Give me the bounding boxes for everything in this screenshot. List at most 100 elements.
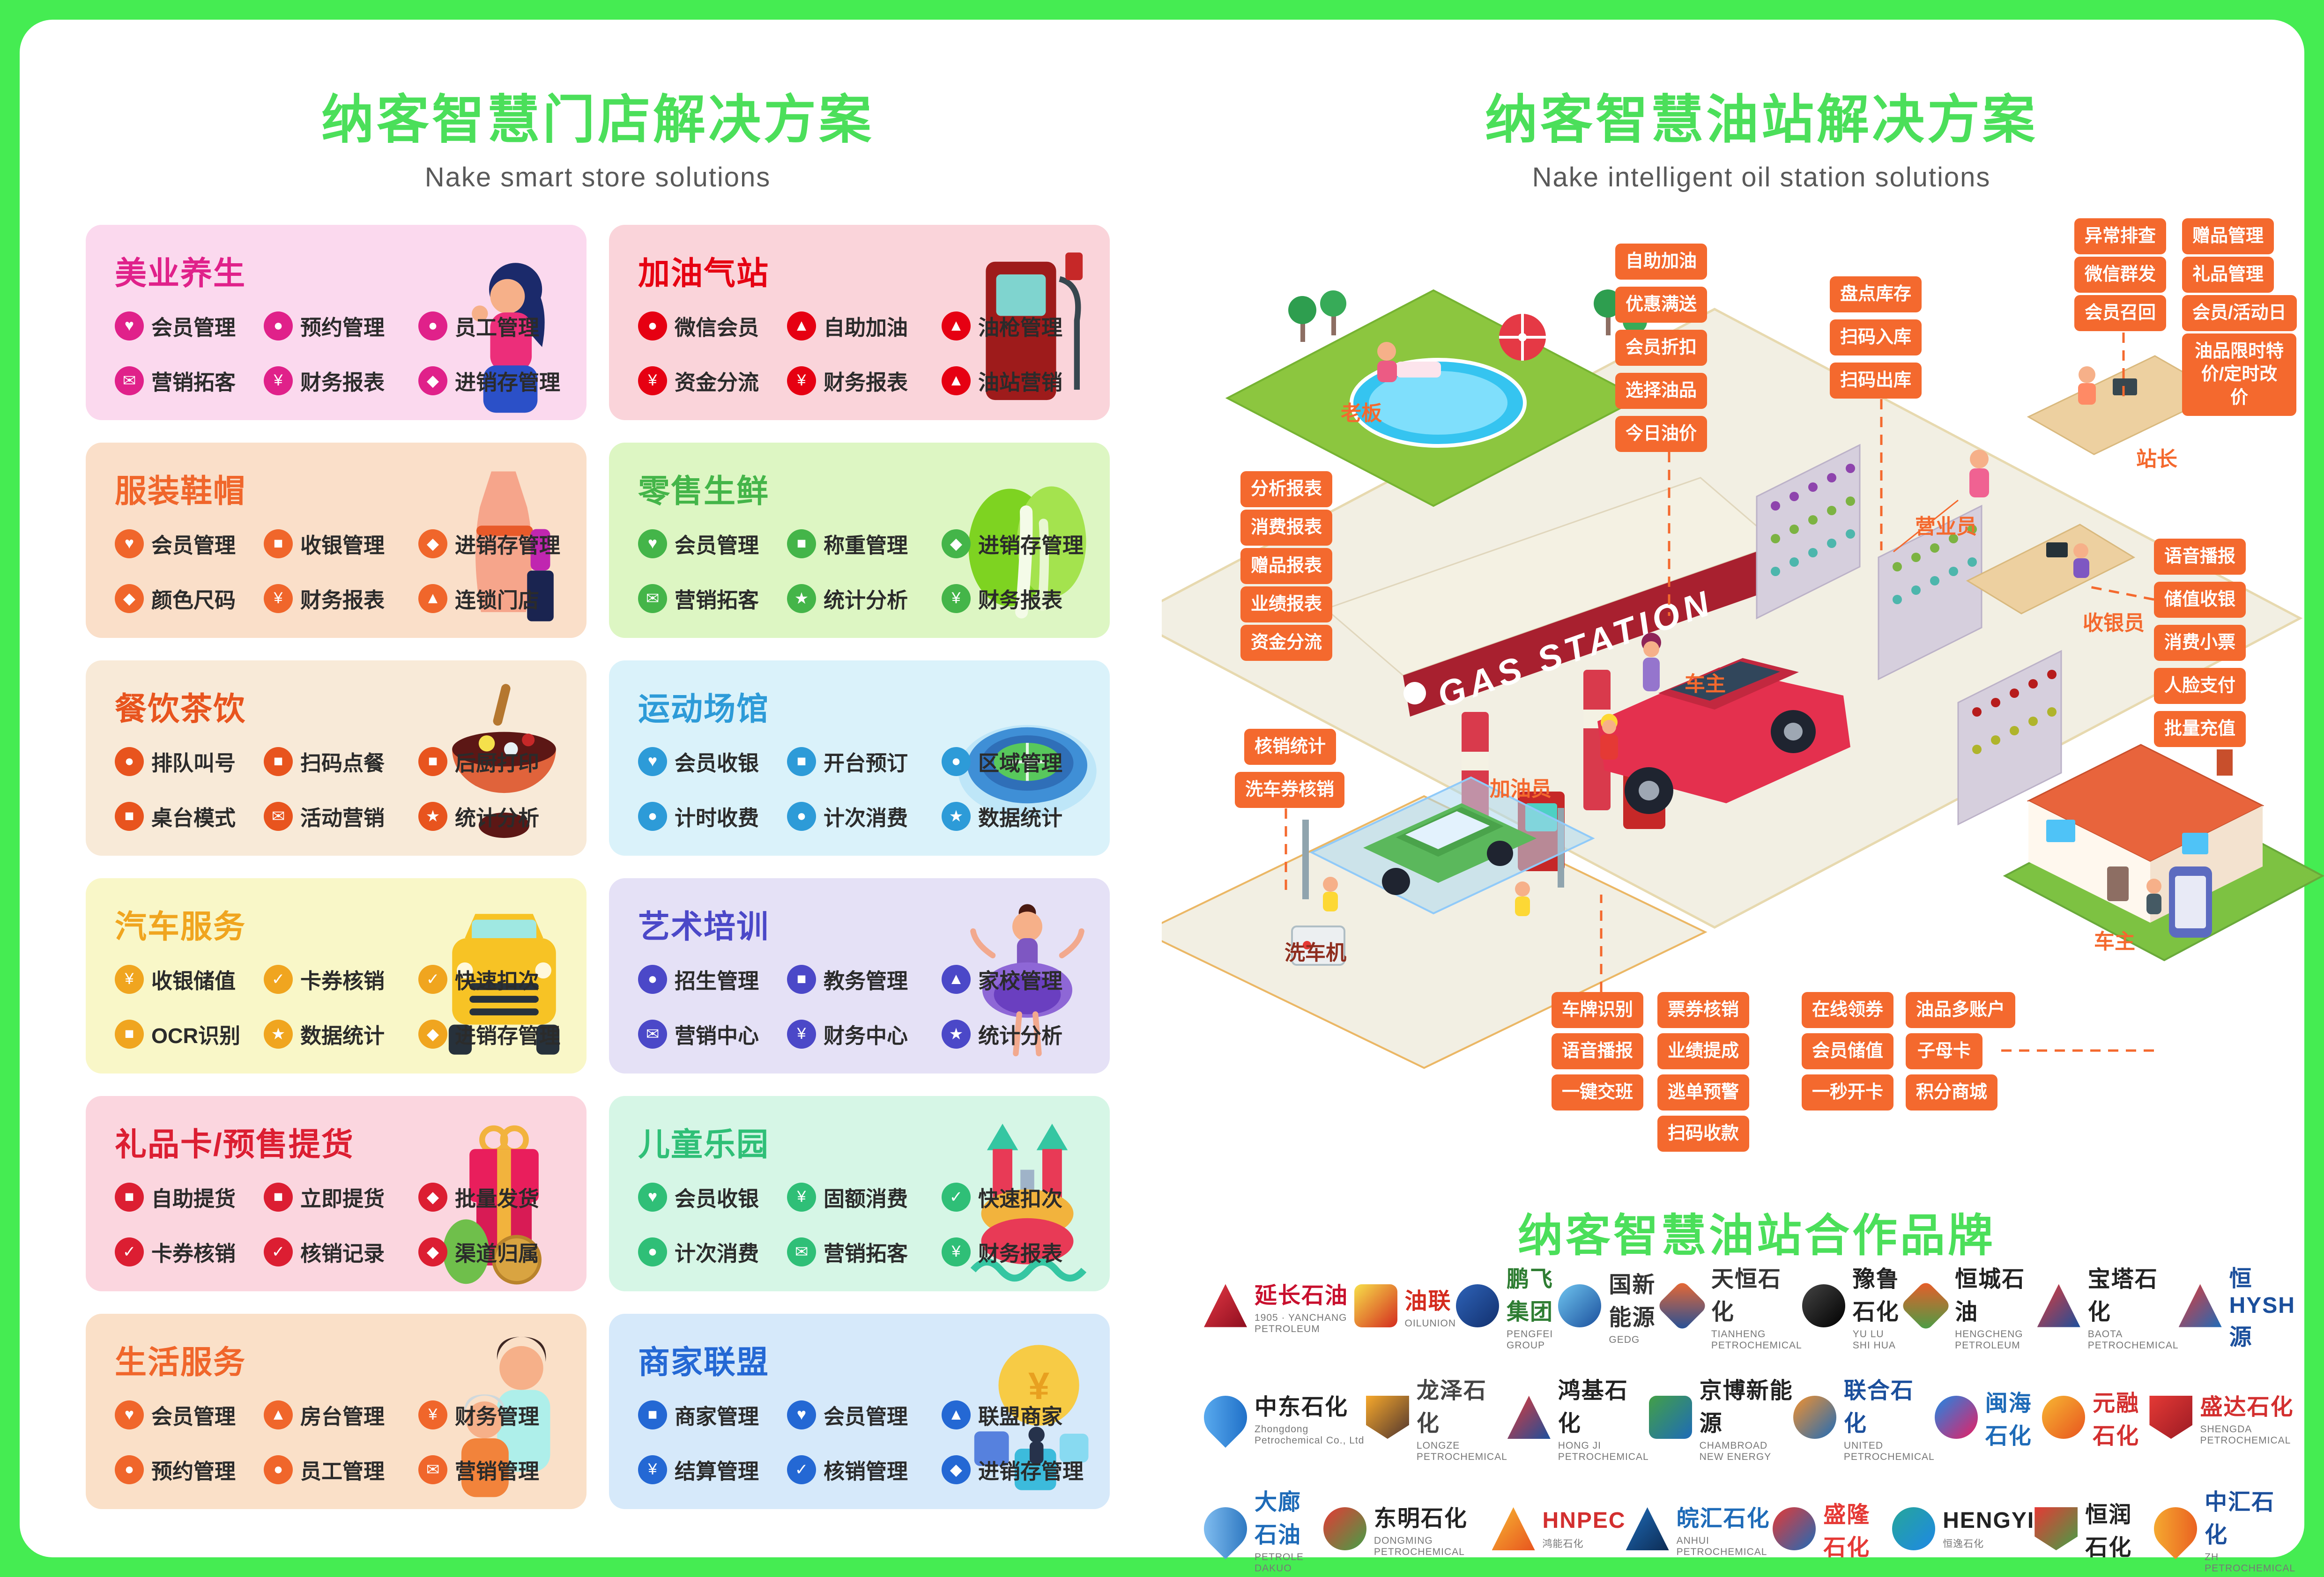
feature-label: 商家管理 — [675, 1405, 759, 1429]
connector-lines — [1285, 333, 2155, 1052]
brand-mark-icon — [1195, 1386, 1256, 1448]
oil-feature-tag: 会员储值 — [1802, 1033, 1894, 1070]
brand-name: 龙泽石化 — [1416, 1378, 1487, 1436]
feature-item: ◆ 批量发货 — [418, 1182, 539, 1212]
feature-item: ▲ 自助加油 — [787, 311, 942, 341]
oil-feature-tag: 异常排查 — [2074, 218, 2167, 255]
brand-logo: 盛达石化 SHENGDA PETROCHEMICAL — [2149, 1388, 2295, 1446]
member-icon: ♥ — [115, 1400, 144, 1429]
brand-subtext: ZH PETROCHEMICAL — [2205, 1552, 2295, 1574]
oil-feature-tag: 油品多账户 — [1906, 992, 2016, 1029]
card-features: ● 微信会员 ▲ 自助加油 ▲ 油枪管理 ¥ 资金分流 ¥ 财务报表 ▲ 油站营… — [638, 311, 1062, 396]
color-size-icon: ◆ — [115, 584, 144, 613]
feature-label: 统计分析 — [824, 588, 908, 612]
brand-name: 恒润石化 — [2085, 1503, 2132, 1560]
card-illustration-icon — [429, 243, 579, 416]
feature-label: 营销拓客 — [824, 1242, 908, 1266]
feature-label: 油枪管理 — [978, 316, 1063, 340]
card-title: 运动场馆 — [638, 691, 770, 727]
brand-mark-icon — [1900, 1280, 1952, 1332]
feature-label: 统计分析 — [978, 1024, 1063, 1048]
boss-figure — [1377, 342, 1397, 382]
card-illustration-icon: ¥ — [952, 1332, 1102, 1505]
feature-label: 批量发货 — [455, 1187, 540, 1211]
feature-item: ◆ 渠道归属 — [418, 1236, 539, 1267]
brand-mark-icon — [1802, 1284, 1845, 1327]
feature-label: 预约管理 — [300, 316, 385, 340]
merchant-icon: ■ — [638, 1400, 667, 1429]
cashier-icon: ■ — [264, 529, 293, 558]
count-billing-icon: ● — [638, 1237, 667, 1266]
feature-label: 营销拓客 — [151, 370, 236, 394]
brand-subtext: 1905 · YANCHANG PETROLEUM — [1255, 1312, 1347, 1334]
right-title-en: Nake intelligent oil station solutions — [1532, 162, 1991, 192]
fixed-spend-icon: ¥ — [787, 1182, 816, 1212]
brand-name: 皖汇石化 — [1676, 1506, 1770, 1531]
canopy-band — [1403, 544, 1785, 717]
feature-label: 渠道归属 — [455, 1242, 540, 1266]
card-illustration-icon — [429, 1114, 579, 1288]
brand-subtext: OILUNION — [1404, 1318, 1456, 1329]
feature-row: ♥ 会员管理 ▲ 房台管理 ¥ 财务管理 — [115, 1399, 539, 1430]
feature-item: ♥ 会员管理 — [638, 528, 787, 559]
left-title-en: Nake smart store solutions — [424, 162, 771, 192]
card-title: 汽车服务 — [115, 909, 246, 945]
feature-item: ■ OCR识别 — [115, 1019, 264, 1049]
oil-feature-tag: 赠品报表 — [1240, 548, 1333, 585]
feature-label: 数据统计 — [300, 1024, 385, 1048]
channel-icon: ◆ — [418, 1237, 447, 1266]
chain-store-icon: ▲ — [418, 584, 447, 613]
alliance-merchant-icon: ▲ — [942, 1400, 971, 1429]
feature-item: ¥ 财务报表 — [942, 1236, 1062, 1267]
carwash-ground — [1162, 795, 1708, 1069]
statistics-icon: ★ — [942, 801, 971, 831]
brand-name: 中汇石化 — [2205, 1490, 2275, 1547]
feature-row: ◆ 颜色尺码 ¥ 财务报表 ▲ 连锁门店 — [115, 583, 539, 614]
wash-machine — [1291, 925, 1345, 966]
car-wash — [1291, 776, 1595, 966]
feature-label: 活动营销 — [300, 806, 385, 830]
feature-item: ♥ 会员管理 — [787, 1399, 942, 1430]
marketing-center-icon: ✉ — [638, 1019, 667, 1049]
card-illustration-icon — [429, 896, 579, 1070]
brand-mark-icon — [2149, 1396, 2193, 1439]
feature-item: ♥ 会员收银 — [638, 1182, 787, 1212]
feature-item: ■ 开台预订 — [787, 746, 942, 777]
feature-row: ● 排队叫号 ■ 扫码点餐 ■ 后厨打印 — [115, 746, 539, 777]
brand-logo: 京博新能源 CHAMBROAD NEW ENERGY — [1648, 1372, 1793, 1463]
feature-item: ✓ 核销记录 — [264, 1236, 418, 1267]
brand-logo: 龙泽石化 LONGZE PETROCHEMICAL — [1366, 1372, 1507, 1463]
card-sports: 运动场馆 ♥ 会员收银 ■ 开台预订 ● 区域管理 ● 计时收费 ● 计次消费 … — [609, 660, 1110, 856]
feature-item: ♥ 会员管理 — [115, 1399, 264, 1430]
card-title: 零售生鲜 — [638, 474, 770, 509]
feature-row: ● 计次消费 ✉ 营销拓客 ¥ 财务报表 — [638, 1236, 1062, 1267]
feature-item: ¥ 财务报表 — [787, 365, 942, 396]
finance-icon: ¥ — [942, 584, 971, 613]
oil-feature-tag: 资金分流 — [1240, 625, 1333, 661]
feature-label: 桌台模式 — [151, 806, 236, 830]
oil-feature-tag: 业绩报表 — [1240, 586, 1333, 623]
attendant-figure — [1600, 714, 1618, 760]
feature-item: ¥ 财务报表 — [942, 583, 1062, 614]
feature-row: ¥ 资金分流 ¥ 财务报表 ▲ 油站营销 — [638, 365, 1062, 396]
brand-subtext: 鸿能石化 — [1542, 1538, 1584, 1549]
feature-label: 自助提货 — [151, 1187, 236, 1211]
brand-row-3: 大廊石油 PETROLE DAKUO 东明石化 DONGMING PETROCH… — [1195, 1483, 2295, 1574]
card-title: 商家联盟 — [638, 1345, 770, 1380]
card-illustration-icon — [952, 896, 1102, 1070]
brand-logo: 延长石油 1905 · YANCHANG PETROLEUM — [1204, 1277, 1354, 1335]
oil-feature-tag: 在线领券 — [1802, 992, 1894, 1029]
card-features: ¥ 收银储值 ✓ 卡券核销 ✓ 快速扣次 ■ OCR识别 ★ 数据统计 ◆ 进销… — [115, 964, 560, 1049]
oil-drop-icon — [1403, 682, 1426, 704]
brand-mark-icon — [2145, 1498, 2206, 1560]
brand-mark-icon — [1773, 1507, 1816, 1550]
oil-feature-tag: 会员/活动日 — [2182, 295, 2297, 332]
verify-icon: ✓ — [787, 1455, 816, 1484]
feature-item: ◆ 进销存管理 — [418, 1019, 560, 1049]
kitchen-print-icon: ■ — [418, 747, 447, 776]
feature-item: ◆ 颜色尺码 — [115, 583, 264, 614]
card-illustration-icon — [429, 679, 579, 852]
brand-name: 鹏飞集团 — [1507, 1266, 1554, 1325]
feature-label: 快速扣次 — [978, 1187, 1063, 1211]
brand-subtext: PENGFEI GROUP — [1507, 1328, 1553, 1351]
